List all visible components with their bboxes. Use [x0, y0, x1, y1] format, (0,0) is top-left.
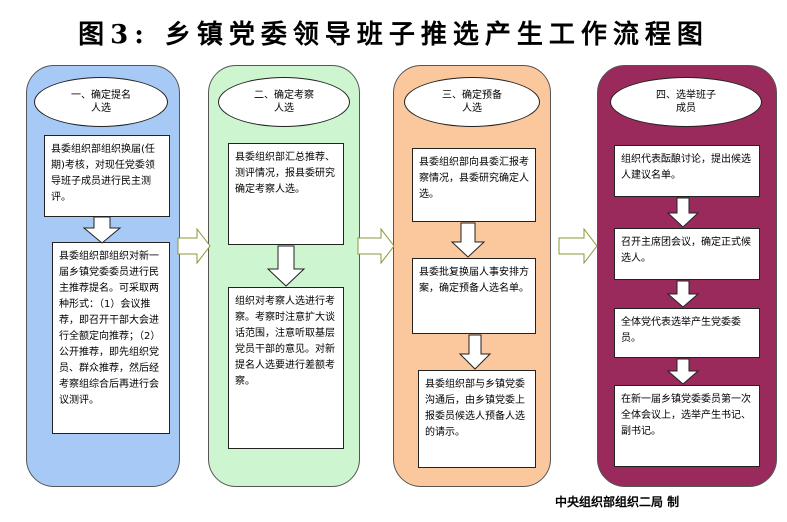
column-3-box-1: 县委组织部向县委汇报考察情况，县委研究确定人选。: [412, 148, 536, 222]
down-arrow-icon: [450, 222, 486, 258]
right-arrow-icon: [357, 228, 395, 264]
column-4-box-1: 组织代表酝酿讨论，提出候选人建议名单。: [614, 145, 760, 197]
column-1-box-1: 县委组织部组织换届(任期)考核，对现任党委领导班子成员进行民主测评。: [44, 135, 170, 217]
column-3-header: 三、确定预备人选: [404, 77, 540, 127]
right-arrow-icon: [177, 228, 211, 264]
footer-credit: 中央组织部组织二局 制: [555, 495, 680, 509]
column-4-box-3: 全体党代表选举产生党委委员。: [614, 308, 760, 358]
down-arrow-icon: [666, 197, 700, 228]
column-1-box-2: 县委组织部组织对新一届乡镇党委委员进行民主推荐提名。可采取两种形式：（1）会议推…: [52, 242, 170, 434]
column-3-box-3: 县委组织部与乡镇党委沟通后，由乡镇党委上报委员候选人预备人选的请示。: [418, 370, 536, 468]
column-2-box-2: 组织对考察人选进行考察。考察时注意扩大谈话范围，注意听取基层党员干部的意见。对新…: [228, 287, 344, 449]
down-arrow-icon: [82, 216, 122, 244]
column-3-box-2: 县委批复换届人事安排方案，确定预备人选名单。: [412, 258, 536, 334]
diagram-title: 图3: 乡镇党委领导班子推选产生工作流程图: [78, 20, 709, 50]
column-4-box-2: 召开主席团会议，确定正式候选人。: [614, 228, 760, 280]
column-4-box-4: 在新一届乡镇党委委员第一次全体会议上，选举产生书记、副书记。: [614, 385, 760, 467]
column-2-header: 二、确定考察人选: [218, 77, 350, 127]
down-arrow-icon: [458, 334, 492, 370]
column-2-box-1: 县委组织部汇总推荐、测评情况，报县委研究确定考察人选。: [228, 143, 344, 245]
down-arrow-icon: [266, 245, 306, 287]
down-arrow-icon: [666, 358, 700, 385]
right-arrow-icon: [558, 228, 598, 264]
column-1-header: 一、确定提名人选: [34, 77, 168, 127]
column-4-header: 四、选举班子成员: [610, 77, 762, 127]
down-arrow-icon: [666, 280, 700, 308]
